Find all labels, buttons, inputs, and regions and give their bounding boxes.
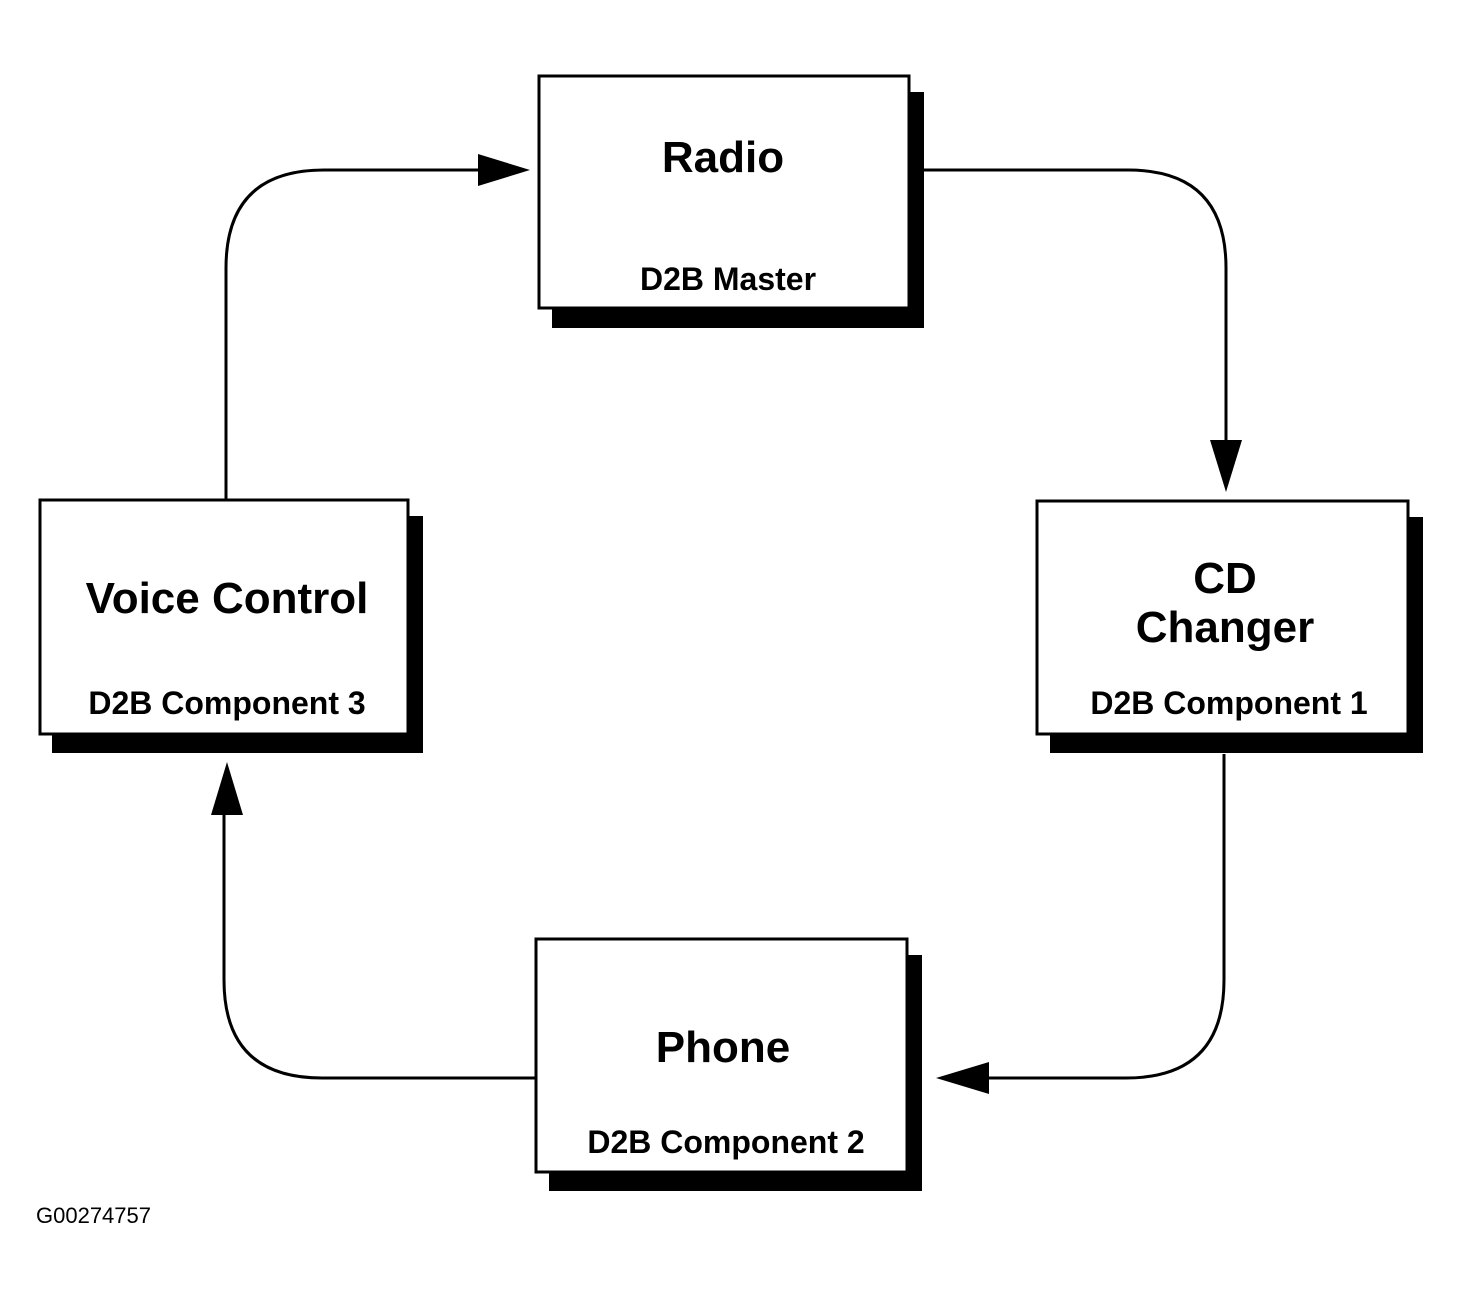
connection-lines	[222, 168, 1228, 1080]
voice-control-title: Voice Control	[86, 574, 369, 623]
connector-phone-to-voice-control	[222, 812, 536, 1080]
arrowhead-into-phone	[936, 1062, 989, 1094]
arrowhead-into-radio	[478, 154, 530, 186]
cd-changer-box-frame	[1035, 499, 1410, 736]
arrowheads	[211, 154, 1242, 1094]
connector-cd-changer-to-phone	[985, 754, 1226, 1080]
phone-box-frame	[534, 937, 909, 1174]
figure-id: G00274757	[36, 1203, 151, 1228]
cd-changer-title-line2: Changer	[1136, 603, 1314, 652]
arrowhead-into-voice-control	[211, 762, 243, 815]
arrowhead-into-cd-changer	[1210, 440, 1242, 492]
voice-control-box-frame	[38, 498, 410, 736]
phone-box: Phone D2B Component 2	[534, 937, 922, 1191]
phone-subtitle: D2B Component 2	[587, 1124, 864, 1160]
connector-radio-to-cd-changer	[922, 168, 1228, 445]
cd-changer-title-line1: CD	[1193, 554, 1257, 603]
phone-title: Phone	[656, 1023, 790, 1072]
radio-box-frame	[537, 74, 911, 310]
radio-subtitle: D2B Master	[640, 261, 816, 297]
radio-title: Radio	[662, 133, 784, 182]
voice-control-subtitle: D2B Component 3	[88, 685, 365, 721]
connector-voice-control-to-radio	[224, 168, 482, 499]
cd-changer-box: CD Changer D2B Component 1	[1035, 499, 1423, 753]
voice-control-box: Voice Control D2B Component 3	[38, 498, 423, 753]
cd-changer-subtitle: D2B Component 1	[1090, 685, 1367, 721]
radio-box: Radio D2B Master	[537, 74, 924, 328]
